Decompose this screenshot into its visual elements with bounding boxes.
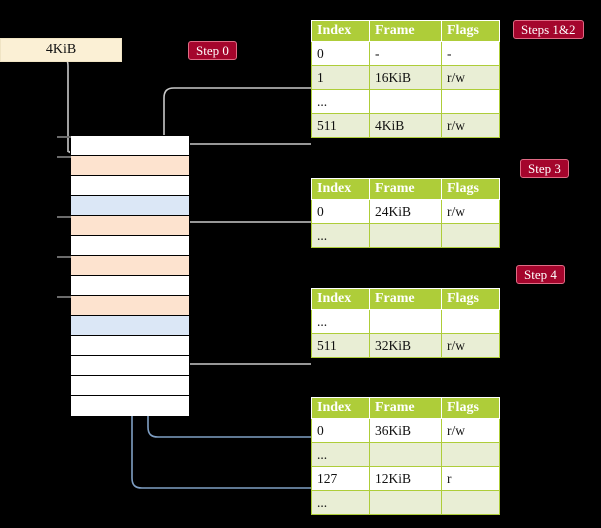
column-header-frame: Frame: [369, 397, 442, 419]
table-cell: r/w: [441, 65, 500, 90]
memory-frame-row: [71, 236, 189, 256]
memory-frame-row: [71, 176, 189, 196]
column-header-frame: Frame: [369, 288, 442, 310]
memory-frame-row: [71, 356, 189, 376]
column-header-frame: Frame: [369, 178, 442, 200]
table-cell: 511: [311, 333, 370, 358]
step-label-steps-1-2: Steps 1&2: [513, 20, 584, 39]
column-header-flags: Flags: [441, 178, 500, 200]
table-cell: [369, 89, 442, 114]
table-cell: -: [369, 41, 442, 66]
table-cell: [441, 490, 500, 515]
table-cell: ...: [311, 223, 370, 248]
table-cell: [441, 442, 500, 467]
table-row: ...: [311, 309, 500, 334]
table-cell: 24KiB: [369, 199, 442, 224]
column-header-index: Index: [311, 20, 370, 42]
table-cell: 0: [311, 41, 370, 66]
table-cell: [369, 223, 442, 248]
table-cell: r: [441, 466, 500, 491]
memory-frame-row: [71, 316, 189, 336]
table-cell: -: [441, 41, 500, 66]
column-header-flags: Flags: [441, 397, 500, 419]
memory-frame-tick: [57, 156, 71, 158]
table-cell: [441, 309, 500, 334]
memory-frame-row: [71, 136, 189, 156]
column-header-index: Index: [311, 178, 370, 200]
table-cell: r/w: [441, 418, 500, 443]
physical-memory-column: [57, 135, 190, 416]
table-row: ...: [311, 89, 500, 114]
table-cell: 0: [311, 199, 370, 224]
table-cell: 12KiB: [369, 466, 442, 491]
table-cell: 4KiB: [369, 113, 442, 138]
table-cell: [369, 490, 442, 515]
source-frame-box: 4KiB: [0, 38, 122, 62]
table-row: ...: [311, 442, 500, 467]
column-header-flags: Flags: [441, 288, 500, 310]
table-cell: ...: [311, 309, 370, 334]
table-cell: [441, 89, 500, 114]
table-cell: 0: [311, 418, 370, 443]
table-cell: ...: [311, 442, 370, 467]
memory-frame-row: [71, 296, 189, 316]
column-header-index: Index: [311, 288, 370, 310]
table-cell: [369, 309, 442, 334]
table-cell: 511: [311, 113, 370, 138]
table-cell: 127: [311, 466, 370, 491]
table-cell: 16KiB: [369, 65, 442, 90]
step-label-step-0: Step 0: [188, 41, 237, 60]
wire-steps12-entry511: [179, 143, 311, 244]
column-header-flags: Flags: [441, 20, 500, 42]
table-cell: 1: [311, 65, 370, 90]
table-cell: r/w: [441, 113, 500, 138]
table-cell: ...: [311, 89, 370, 114]
memory-frame-row: [71, 196, 189, 216]
wire-step3-entry0: [179, 221, 311, 262]
column-header-index: Index: [311, 397, 370, 419]
memory-frame-row: [71, 336, 189, 356]
table-cell: 32KiB: [369, 333, 442, 358]
table-cell: ...: [311, 490, 370, 515]
memory-frame-tick: [57, 296, 71, 298]
memory-frame-row: [71, 276, 189, 296]
wire-step4-entry511: [179, 300, 311, 365]
memory-frame-tick: [57, 256, 71, 258]
table-row: ...: [311, 223, 500, 248]
table-row: ...: [311, 490, 500, 515]
table-cell: r/w: [441, 333, 500, 358]
step-label-step-3: Step 3: [520, 159, 569, 178]
memory-frame-tick: [57, 136, 71, 138]
memory-frame-row: [71, 156, 189, 176]
table-row: 0--: [311, 41, 500, 66]
table-cell: [369, 442, 442, 467]
memory-frame-row: [71, 256, 189, 276]
table-cell: 36KiB: [369, 418, 442, 443]
table-cell: r/w: [441, 199, 500, 224]
memory-frame-tick: [57, 216, 71, 218]
column-header-frame: Frame: [369, 20, 442, 42]
memory-frame-row: [71, 376, 189, 396]
memory-frame-row: [71, 396, 189, 416]
step-label-step-4: Step 4: [516, 265, 565, 284]
table-cell: [441, 223, 500, 248]
memory-frame-row: [71, 216, 189, 236]
